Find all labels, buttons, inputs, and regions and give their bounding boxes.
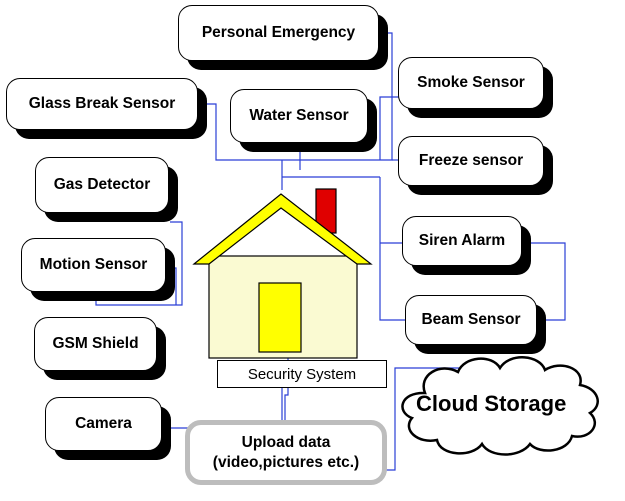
upload-line-1: Upload data [241,433,331,451]
freeze-sensor-label: Freeze sensor [398,136,544,186]
camera-label: Camera [45,397,162,451]
water-sensor-label: Water Sensor [230,89,368,143]
connector-siren-beam [522,242,566,321]
house-roof [192,193,373,265]
house-door [258,282,302,353]
security-system-label: Security System [217,360,387,388]
node-glass-break-sensor: Glass Break Sensor [6,78,207,139]
connector-glass-break [199,103,300,161]
cloud-storage-label: Cloud Storage [416,391,567,416]
connector-smoke-sensor [379,96,402,160]
gas-detector-label: Gas Detector [35,157,169,213]
node-camera: Camera [45,397,171,460]
node-smoke-sensor: Smoke Sensor [398,57,553,118]
node-personal-emergency: Personal Emergency [178,5,388,70]
house-illustration [192,188,373,359]
node-siren-alarm: Siren Alarm [402,216,531,275]
node-water-sensor: Water Sensor [230,89,377,152]
node-motion-sensor: Motion Sensor [21,238,175,301]
upload-line-2: (video,pictures etc.) [212,453,360,471]
upload-data-box: Upload data (video,pictures etc.) [185,420,387,485]
cloud-shape [401,356,599,456]
node-gas-detector: Gas Detector [35,157,178,222]
connector-gas-detector [95,221,183,306]
beam-sensor-label: Beam Sensor [405,295,537,345]
siren-alarm-label: Siren Alarm [402,216,522,266]
node-beam-sensor: Beam Sensor [405,295,546,354]
node-freeze-sensor: Freeze sensor [398,136,553,195]
personal-emergency-label: Personal Emergency [178,5,379,61]
node-gsm-shield: GSM Shield [34,317,166,380]
glass-break-sensor-label: Glass Break Sensor [6,78,198,130]
smoke-sensor-label: Smoke Sensor [398,57,544,109]
gsm-shield-label: GSM Shield [34,317,157,371]
motion-sensor-label: Motion Sensor [21,238,166,292]
connector-beam-left [379,177,405,321]
